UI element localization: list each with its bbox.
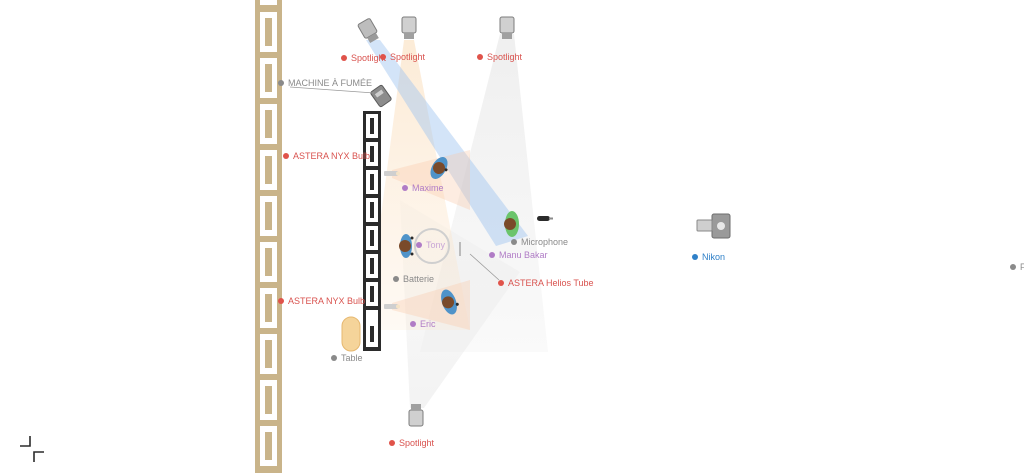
label-spotlight-bottom[interactable]: Spotlight bbox=[389, 438, 434, 449]
person-maxime-icon[interactable] bbox=[427, 154, 452, 183]
label-maxime[interactable]: Maxime bbox=[402, 183, 444, 194]
label-nikon[interactable]: Nikon bbox=[692, 252, 725, 263]
spotlight-top-mid-icon[interactable] bbox=[401, 16, 417, 39]
label-nyx-bulb-top[interactable]: ASTERA NYX Bulb bbox=[283, 151, 370, 162]
label-manu-bakar[interactable]: Manu Bakar bbox=[489, 250, 548, 261]
spotlight-top-right-icon[interactable] bbox=[499, 16, 515, 39]
label-helios-tube[interactable]: ASTERA Helios Tube bbox=[498, 278, 594, 289]
smoke-machine-icon[interactable] bbox=[370, 84, 392, 108]
spotlight-bottom-icon[interactable] bbox=[408, 404, 424, 427]
smoke-machine-leader-line bbox=[289, 86, 375, 94]
label-spotlight-top-right[interactable]: Spotlight bbox=[477, 52, 522, 63]
nyx-bulb-bottom-icon[interactable] bbox=[384, 304, 400, 309]
corner-crop-icon bbox=[20, 436, 44, 462]
light-beams bbox=[366, 34, 548, 408]
label-spotlight-top-mid[interactable]: Spotlight bbox=[380, 52, 425, 63]
label-tony[interactable]: Tony bbox=[416, 240, 445, 251]
nikon-camera-icon[interactable] bbox=[696, 213, 731, 239]
label-table[interactable]: Table bbox=[331, 353, 363, 364]
person-tony-icon[interactable] bbox=[399, 234, 414, 258]
wall-panels bbox=[255, 0, 282, 473]
label-smoke-machine[interactable]: MACHINE À FUMÉE bbox=[278, 78, 372, 89]
label-spotlight-top-left[interactable]: Spotlight bbox=[341, 53, 386, 64]
label-microphone[interactable]: Microphone bbox=[511, 237, 568, 248]
person-manu-icon[interactable] bbox=[504, 211, 519, 237]
person-eric-icon[interactable] bbox=[438, 287, 461, 317]
label-nyx-bulb-bottom[interactable]: ASTERA NYX Bulb bbox=[278, 296, 365, 307]
label-eric[interactable]: Eric bbox=[410, 319, 436, 330]
label-edge-offscreen[interactable]: F bbox=[1010, 262, 1024, 273]
spotlight-top-left-icon[interactable] bbox=[357, 18, 380, 44]
table-icon[interactable] bbox=[341, 316, 361, 352]
microphone-icon[interactable] bbox=[537, 216, 553, 221]
light-truss bbox=[363, 111, 381, 351]
drum-kit-ring[interactable] bbox=[414, 228, 450, 264]
nyx-bulb-top-icon[interactable] bbox=[384, 171, 400, 176]
label-batterie[interactable]: Batterie bbox=[393, 274, 434, 285]
helios-tube-leader-line bbox=[469, 253, 500, 281]
